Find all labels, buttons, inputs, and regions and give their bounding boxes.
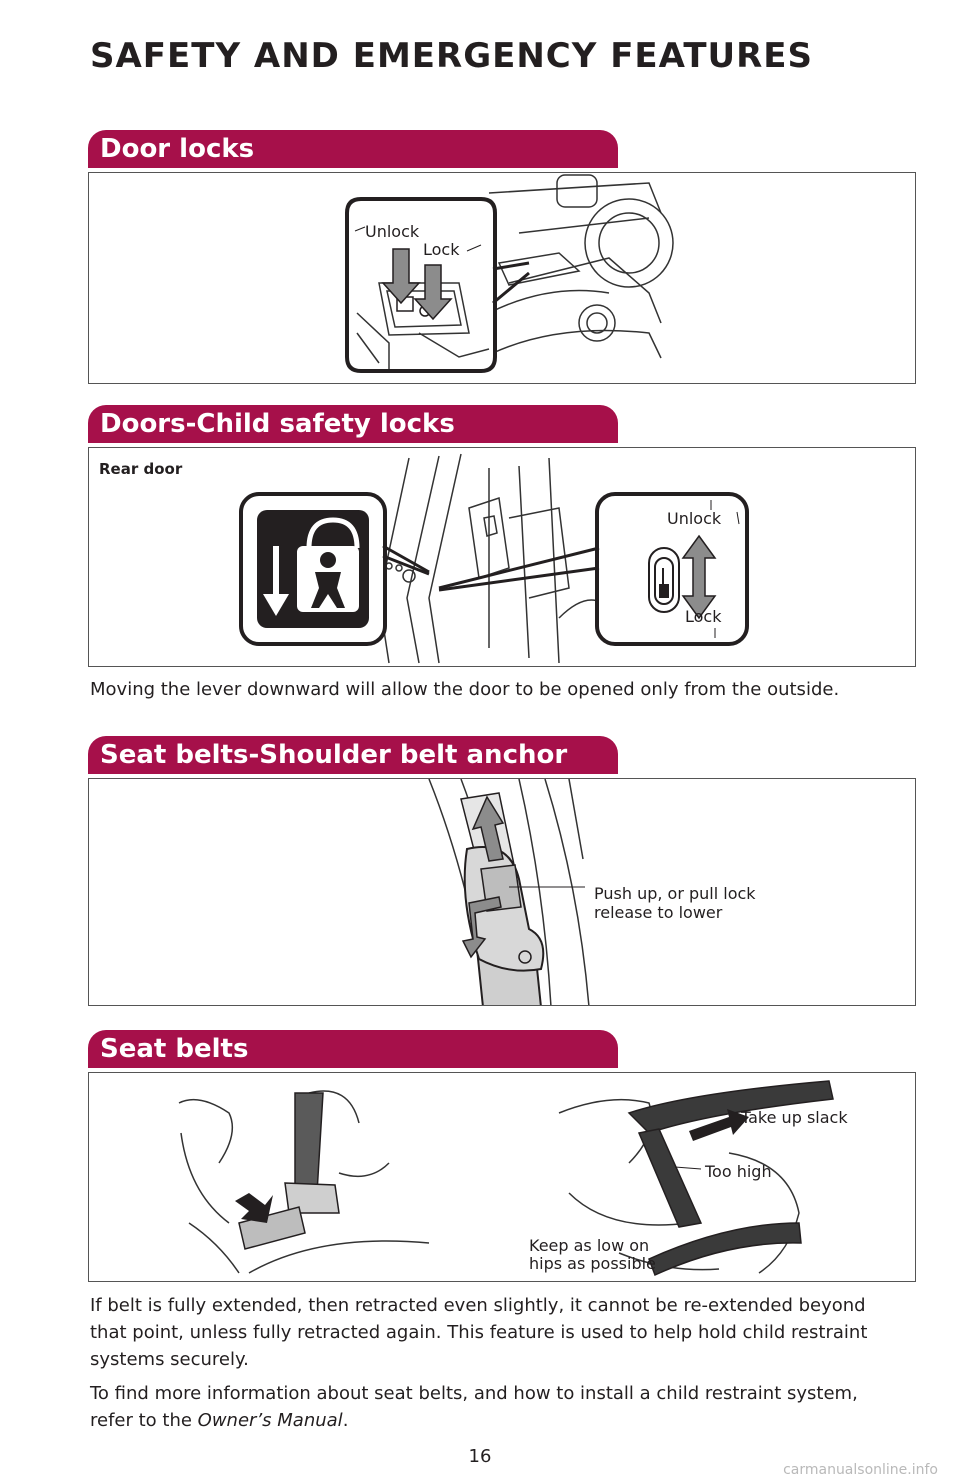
rear-door-label: Rear door — [99, 460, 183, 478]
section-title: Door locks — [100, 134, 255, 164]
section-header-door-locks: Door locks — [88, 130, 618, 168]
section-title: Seat belts-Shoulder belt anchor — [100, 740, 568, 770]
lock-label: Lock — [423, 240, 460, 259]
page-number: 16 — [468, 1446, 492, 1467]
too-high-label: Too high — [705, 1162, 772, 1181]
paragraph-end: . — [342, 1410, 349, 1431]
watermark: carmanualsonline.info — [783, 1462, 938, 1478]
keep-low-label-line1: Keep as low on — [529, 1236, 650, 1255]
seat-belts-panel: Take up slack Too high Keep as low on hi… — [88, 1072, 916, 1282]
seat-belt-illustration — [178, 1080, 834, 1277]
unlock-label: Unlock — [667, 509, 722, 528]
section-header-shoulder-anchor: Seat belts-Shoulder belt anchor — [88, 736, 618, 774]
take-up-slack-label: Take up slack — [741, 1108, 848, 1127]
shoulder-anchor-callout-line1: Push up, or pull lock — [594, 884, 756, 903]
shoulder-anchor-callout-line2: release to lower — [594, 903, 723, 922]
seat-belt-paragraph-1: If belt is fully extended, then retracte… — [90, 1295, 868, 1370]
seat-belt-paragraph-2: To find more information about seat belt… — [90, 1380, 890, 1434]
section-title: Seat belts — [100, 1034, 249, 1064]
lock-label: Lock — [685, 607, 722, 626]
shoulder-anchor-panel: Push up, or pull lock release to lower — [88, 778, 916, 1006]
paragraph-text: To find more information about seat belt… — [90, 1383, 858, 1431]
page-title: SAFETY AND EMERGENCY FEATURES — [90, 36, 814, 76]
keep-low-label-line2: hips as possible — [529, 1254, 656, 1273]
child-locks-panel: Rear door — [88, 447, 916, 667]
owners-manual-reference: Owner’s Manual — [197, 1410, 343, 1431]
shoulder-anchor-illustration — [428, 779, 590, 1005]
child-lock-illustration — [239, 453, 749, 664]
section-header-child-locks: Doors-Child safety locks — [88, 405, 618, 443]
door-locks-panel: Unlock Lock — [88, 172, 916, 384]
child-lock-description: Moving the lever downward will allow the… — [90, 679, 840, 700]
section-title: Doors-Child safety locks — [100, 409, 455, 439]
section-header-seat-belts: Seat belts — [88, 1030, 618, 1068]
unlock-label: Unlock — [365, 222, 420, 241]
door-lock-illustration — [345, 174, 674, 373]
